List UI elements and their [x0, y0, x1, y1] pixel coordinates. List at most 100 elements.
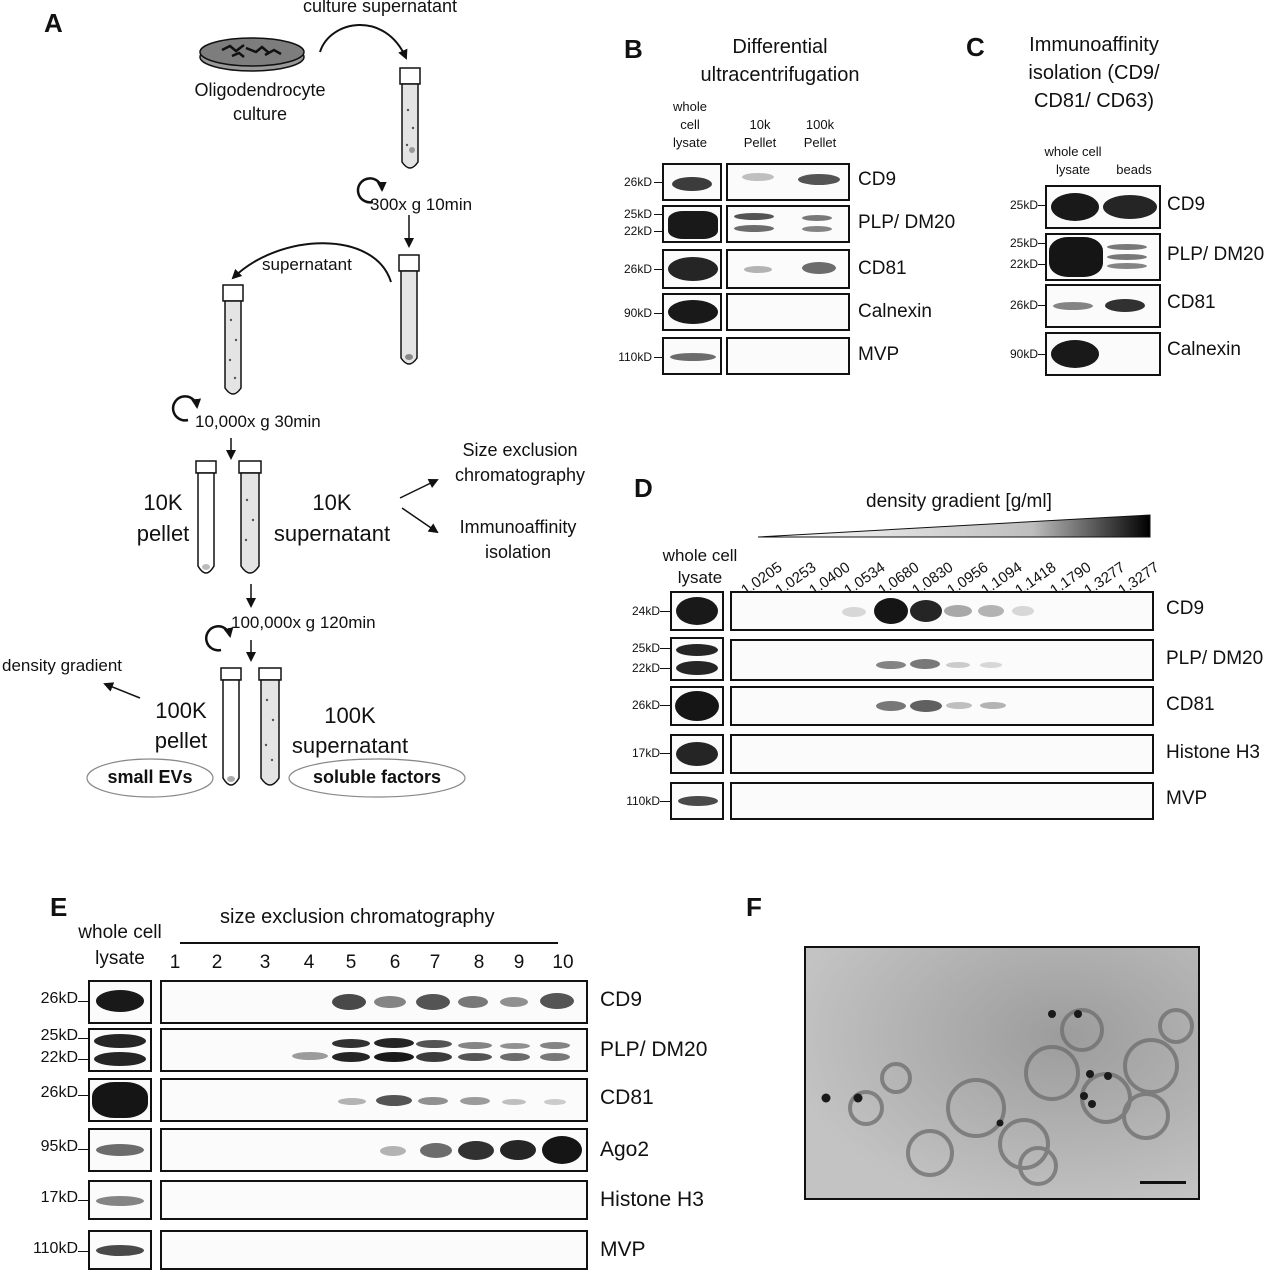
b-cd9-label: CD9: [858, 169, 897, 190]
c-cd81-blot: [1045, 284, 1161, 328]
spin-icon-3: [205, 625, 234, 652]
b-cd81-marker: 26kD: [623, 262, 652, 276]
panel-label-e: E: [50, 892, 68, 922]
e-fraction-6: 6: [389, 952, 401, 973]
spin3-label: 100,000x g 120min: [231, 613, 376, 632]
c-calnexin-label: Calnexin: [1167, 339, 1241, 360]
e-mvp-blot-wcl: [88, 1230, 152, 1270]
c-cd9-marker: 25kD: [1009, 198, 1038, 212]
panel-b-title-2: ultracentrifugation: [700, 64, 860, 86]
e-cd81-marker: 26kD: [40, 1084, 78, 1101]
e-histone-blot-wcl: [88, 1180, 152, 1220]
b-plp-blot-wcl: [662, 205, 722, 243]
e-cd9-marker: 26kD: [40, 990, 78, 1007]
d-plp-blot-fractions: [730, 639, 1154, 681]
tube-100k-pellet: [220, 667, 242, 786]
panel-label-a: A: [44, 8, 63, 38]
workflow-drawing: [86, 24, 466, 798]
b-calnexin-marker: 90kD: [623, 306, 652, 320]
b-lane-100k-1: 100k: [805, 117, 835, 132]
panel-label-d: D: [634, 473, 653, 503]
e-histone-blot-fractions: [160, 1180, 588, 1220]
pellet-100k-label-1: 100K: [155, 698, 207, 723]
spin-icon-2: [171, 395, 202, 422]
d-histone-blot-wcl: [670, 734, 724, 774]
panel-label-c: C: [966, 32, 985, 62]
d-cd81-blot-wcl: [670, 686, 724, 726]
e-mvp-marker: 110kD: [32, 1240, 78, 1257]
b-plp-label: PLP/ DM20: [858, 212, 956, 233]
tube-100k-supernatant: [258, 667, 282, 786]
panel-label-b: B: [624, 34, 643, 64]
e-fraction-5: 5: [345, 952, 357, 973]
c-lane-wcl-1: whole cell: [1044, 144, 1102, 159]
d-histone-marker: 17kD: [631, 746, 660, 760]
d-plp-blot-wcl: [670, 637, 724, 681]
d-cd9-blot-wcl: [670, 591, 724, 631]
b-cd9-marker: 26kD: [623, 175, 652, 189]
tube-culture-supernatant: [399, 67, 421, 169]
e-ago2-blot-fractions: [160, 1128, 588, 1172]
d-plp-marker-22: 22kD: [631, 661, 660, 675]
e-mvp-blot-fractions: [160, 1230, 588, 1270]
c-cd81-label: CD81: [1167, 292, 1216, 313]
d-plp-marker-25: 25kD: [631, 641, 660, 655]
oligodendrocyte-label-1: Oligodendrocyte: [194, 80, 326, 100]
b-cd9-blot-wcl: [662, 163, 722, 201]
oligodendrocyte-label-2: culture: [232, 104, 288, 124]
b-lane-10k-1: 10k: [749, 117, 771, 132]
b-mvp-marker: 110kD: [618, 350, 652, 364]
sec-label-1: Size exclusion: [462, 440, 578, 460]
e-plp-label: PLP/ DM20: [600, 1038, 708, 1061]
c-lane-beads: beads: [1116, 162, 1152, 177]
e-fraction-1: 1: [169, 952, 181, 973]
culture-supernatant-label: culture supernatant: [302, 0, 458, 16]
tube-10k-supernatant: [238, 460, 262, 574]
b-plp-marker-22: 22kD: [623, 224, 652, 238]
e-mvp-label: MVP: [600, 1238, 646, 1261]
e-plp-blot-wcl: [88, 1028, 152, 1072]
immuno-label-1: Immunoaffinity: [459, 517, 577, 537]
panel-label-f: F: [746, 892, 762, 922]
b-cd81-label: CD81: [858, 258, 907, 279]
b-plp-marker-25: 25kD: [623, 207, 652, 221]
c-cd81-marker: 26kD: [1009, 298, 1038, 312]
e-title: size exclusion chromatography: [220, 906, 495, 928]
e-fraction-2: 2: [211, 952, 223, 973]
c-cd9-label: CD9: [1167, 194, 1206, 215]
b-lane-wcl-1: whole: [673, 99, 707, 114]
panel-c-title-3: CD81/ CD63): [1033, 90, 1155, 112]
d-cd9-blot-fractions: [730, 591, 1154, 631]
supernatant-10k-label-1: 10K: [312, 490, 352, 515]
spin2-label: 10,000x g 30min: [195, 412, 321, 431]
density-gradient-label: density gradient: [2, 656, 123, 675]
e-fraction-3: 3: [259, 952, 271, 973]
b-calnexin-blot-wcl: [662, 293, 722, 331]
b-calnexin-label: Calnexin: [858, 301, 932, 322]
tube-10k-pellet: [195, 460, 217, 574]
e-plp-marker-22: 22kD: [40, 1049, 78, 1066]
d-mvp-blot-wcl: [670, 782, 724, 820]
b-mvp-blot-pellets: [726, 337, 850, 375]
e-fraction-8: 8: [473, 952, 485, 973]
sec-label-2: chromatography: [454, 465, 586, 485]
d-cd9-marker: 24kD: [631, 604, 660, 618]
e-histone-label: Histone H3: [600, 1188, 704, 1211]
supernatant-label: supernatant: [262, 255, 352, 274]
e-cd9-blot-wcl: [88, 980, 152, 1024]
d-wcl-2: lysate: [677, 568, 723, 587]
c-plp-blot: [1045, 233, 1161, 281]
e-cd81-blot-wcl: [88, 1078, 152, 1122]
supernatant-10k-label-2: supernatant: [273, 521, 391, 546]
pellet-10k-label-2: pellet: [136, 521, 190, 546]
e-fraction-9: 9: [513, 952, 525, 973]
d-title: density gradient [g/ml]: [866, 491, 1052, 512]
d-cd9-label: CD9: [1166, 598, 1205, 619]
c-lane-wcl-2: lysate: [1056, 162, 1090, 177]
e-plp-blot-fractions: [160, 1028, 588, 1072]
tube-300g: [398, 254, 420, 365]
b-plp-blot-pellets: [726, 205, 850, 243]
e-cd81-blot-fractions: [160, 1078, 588, 1122]
e-wcl-1: whole cell: [78, 922, 162, 943]
